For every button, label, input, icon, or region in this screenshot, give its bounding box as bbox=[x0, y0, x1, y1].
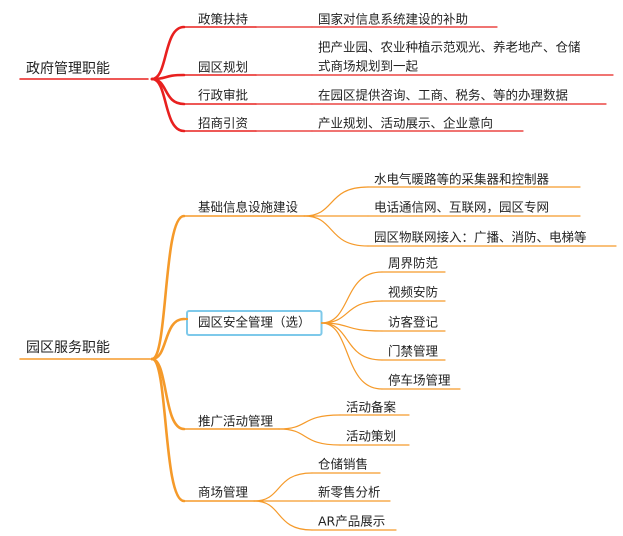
branch-node-svc-1[interactable]: 园区安全管理（选） bbox=[198, 315, 311, 330]
leaf-node-svc-3-0-line-0[interactable]: 仓储销售 bbox=[318, 457, 368, 472]
leaf-node-gov-1-0-line-0[interactable]: 把产业园、农业种植示范观光、养老地产、仓储 bbox=[318, 40, 581, 55]
leaf-node-svc-2-0-line-0[interactable]: 活动备案 bbox=[346, 400, 397, 415]
leaf-node-svc-1-0-line-0[interactable]: 周界防范 bbox=[388, 256, 438, 271]
leaf-node-svc-1-4-line-0[interactable]: 停车场管理 bbox=[388, 373, 451, 388]
leaf-node-svc-3-2-line-0[interactable]: AR产品展示 bbox=[318, 514, 385, 529]
leaf-node-svc-0-0-line-0[interactable]: 水电气暖路等的采集器和控制器 bbox=[374, 172, 550, 187]
leaf-node-svc-2-1-line-0[interactable]: 活动策划 bbox=[346, 429, 396, 444]
root-node-gov[interactable]: 政府管理职能 bbox=[26, 61, 110, 77]
link-svc-3-leaf-0 bbox=[253, 472, 313, 502]
branch-node-gov-0[interactable]: 政策扶持 bbox=[198, 12, 248, 27]
link-svc-2-leaf-0 bbox=[278, 414, 341, 430]
link-svc-1-leaf-2 bbox=[320, 322, 383, 332]
branch-node-svc-0[interactable]: 基础信息设施建设 bbox=[198, 200, 299, 215]
link-svc-1-leaf-1 bbox=[320, 300, 383, 324]
link-svc-branch-1 bbox=[150, 317, 186, 361]
leaf-node-svc-3-1-line-0[interactable]: 新零售分析 bbox=[318, 485, 381, 500]
link-svc-0-leaf-0 bbox=[303, 186, 369, 217]
link-svc-branch-2 bbox=[150, 357, 186, 431]
branch-node-svc-3[interactable]: 商场管理 bbox=[198, 485, 249, 500]
leaf-node-gov-1-0-line-1[interactable]: 式商场规划到一起 bbox=[318, 59, 419, 74]
link-svc-2-leaf-1 bbox=[278, 428, 341, 446]
branch-node-gov-3[interactable]: 招商引资 bbox=[198, 116, 248, 131]
link-svc-1-leaf-0 bbox=[320, 271, 383, 324]
leaf-node-gov-2-0-line-0[interactable]: 在园区提供咨询、工商、税务、等的办理数据 bbox=[318, 88, 568, 103]
branch-node-gov-2[interactable]: 行政审批 bbox=[198, 88, 248, 103]
link-gov-branch-0 bbox=[150, 25, 186, 81]
leaf-node-svc-0-1-line-0[interactable]: 电话通信网、互联网，园区专网 bbox=[374, 200, 549, 215]
leaf-node-svc-1-1-line-0[interactable]: 视频安防 bbox=[388, 285, 438, 300]
link-svc-branch-0 bbox=[150, 214, 186, 361]
root-node-svc[interactable]: 园区服务职能 bbox=[26, 340, 110, 356]
leaf-node-gov-3-0-line-0[interactable]: 产业规划、活动展示、企业意向 bbox=[318, 116, 493, 131]
branch-links bbox=[19, 25, 617, 531]
leaf-node-gov-0-0-line-0[interactable]: 国家对信息系统建设的补助 bbox=[318, 12, 468, 27]
link-svc-3-leaf-2 bbox=[253, 500, 313, 531]
leaf-node-svc-0-2-line-0[interactable]: 园区物联网接入：广播、消防、电梯等 bbox=[374, 230, 587, 245]
leaf-node-svc-1-2-line-0[interactable]: 访客登记 bbox=[388, 315, 439, 330]
branch-node-gov-1[interactable]: 园区规划 bbox=[198, 60, 248, 75]
branch-node-svc-2[interactable]: 推广活动管理 bbox=[198, 414, 274, 429]
link-svc-0-leaf-2 bbox=[303, 215, 369, 247]
link-svc-branch-3 bbox=[150, 357, 186, 503]
link-svc-1-leaf-4 bbox=[320, 322, 383, 390]
link-gov-branch-3 bbox=[150, 77, 186, 133]
link-svc-1-leaf-3 bbox=[320, 322, 383, 361]
leaf-node-svc-1-3-line-0[interactable]: 门禁管理 bbox=[388, 344, 439, 359]
